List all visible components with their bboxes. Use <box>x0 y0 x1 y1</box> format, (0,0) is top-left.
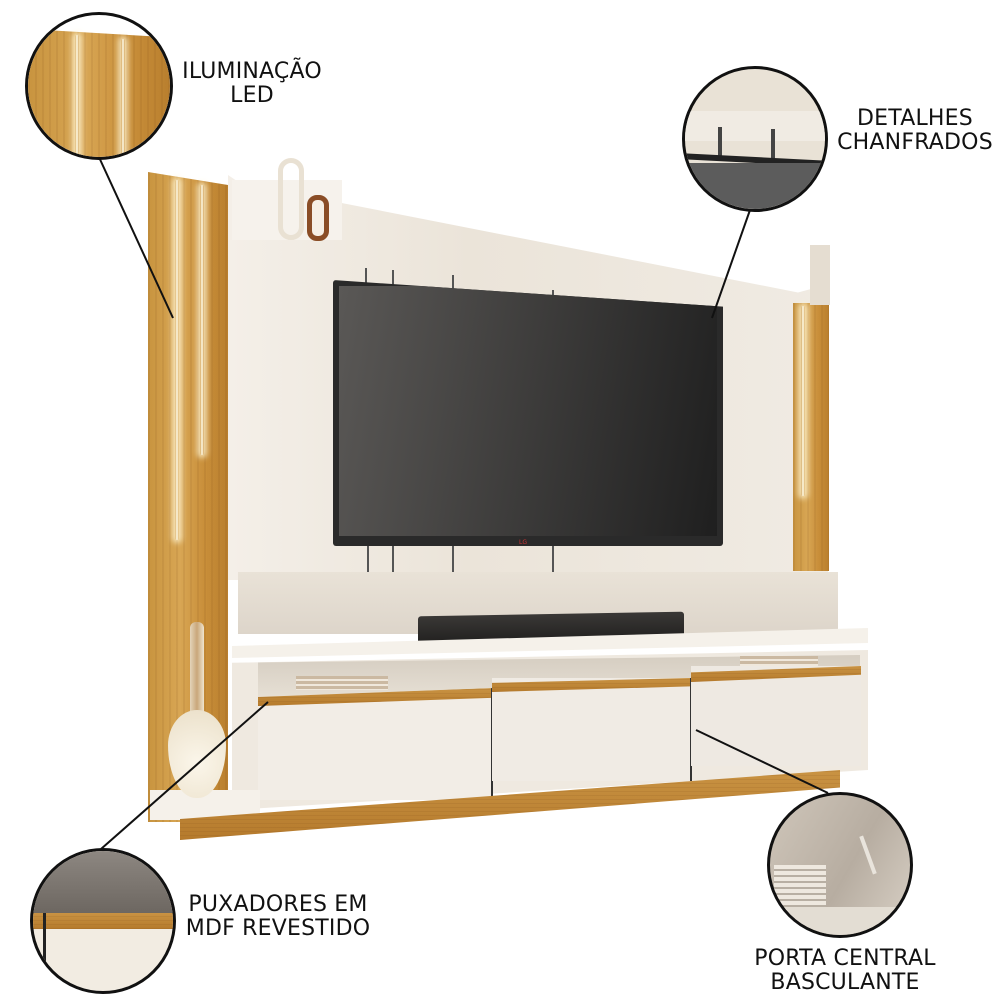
led-strip-right <box>801 306 805 496</box>
handles-detail-shadow <box>33 851 173 913</box>
led-detail-wood <box>28 29 170 157</box>
tv-logo: LG <box>519 539 527 546</box>
callout-door-line2: BASCULANTE <box>770 970 920 995</box>
led-strip-left-1 <box>175 180 179 540</box>
handles-detail-wood <box>33 913 173 929</box>
chamfer-detail-groove-1 <box>718 127 722 161</box>
chamfer-detail-ledge <box>685 111 825 141</box>
chamfer-slat-7 <box>452 546 454 572</box>
drawer-left <box>258 688 493 800</box>
callout-label-door: PORTA CENTRAL BASCULANTE <box>740 947 950 995</box>
chamfer-slat-6 <box>392 546 394 572</box>
books-right <box>740 656 818 668</box>
callout-led-line1: ILUMINAÇÃO <box>182 59 322 84</box>
door-detail-hinge <box>859 835 877 875</box>
callout-handles-line2: MDF REVESTIDO <box>185 916 371 941</box>
callout-circle-led <box>25 12 173 160</box>
drawer-center <box>492 678 692 781</box>
handles-detail-gap <box>43 913 46 991</box>
chamfer-slat-1 <box>365 268 367 292</box>
right-panel-edge <box>810 245 830 305</box>
chamfer-slat-3 <box>452 275 454 299</box>
callout-circle-door <box>767 792 913 938</box>
chamfer-slat-5 <box>367 546 369 572</box>
callout-label-chamfer: DETALHES CHANFRADOS <box>830 107 1000 155</box>
right-wood-panel <box>793 303 829 571</box>
led-strip-left-2 <box>200 185 204 455</box>
callout-circle-chamfer <box>682 66 828 212</box>
vase-white <box>278 158 304 240</box>
led-detail-strip-2 <box>121 39 125 157</box>
callout-label-handles: PUXADORES EM MDF REVESTIDO <box>178 893 378 941</box>
chamfer-detail-groove-2 <box>771 129 775 163</box>
books-left <box>296 676 388 690</box>
television: LG <box>333 280 723 546</box>
callout-label-led: ILUMINAÇÃO LED <box>172 60 332 108</box>
drawer-right-handle <box>691 666 861 682</box>
chamfer-detail-tv <box>685 163 825 209</box>
vase-brown <box>307 195 329 241</box>
callout-chamfer-line1: DETALHES <box>857 106 973 131</box>
tv-screen <box>339 286 717 536</box>
callout-handles-line1: PUXADORES EM <box>188 892 368 917</box>
callout-led-line2: LED <box>230 83 274 108</box>
drawer-center-handle <box>492 678 690 692</box>
chamfer-slat-2 <box>392 270 394 294</box>
callout-chamfer-line2: CHANFRADOS <box>837 130 993 155</box>
drawer-right <box>691 666 861 766</box>
callout-door-line1: PORTA CENTRAL <box>754 946 936 971</box>
vase-tall <box>190 622 204 722</box>
chamfer-slat-8 <box>552 546 554 572</box>
callout-circle-handles <box>30 848 176 994</box>
door-detail-floor <box>770 907 910 935</box>
led-detail-strip-1 <box>75 35 79 157</box>
